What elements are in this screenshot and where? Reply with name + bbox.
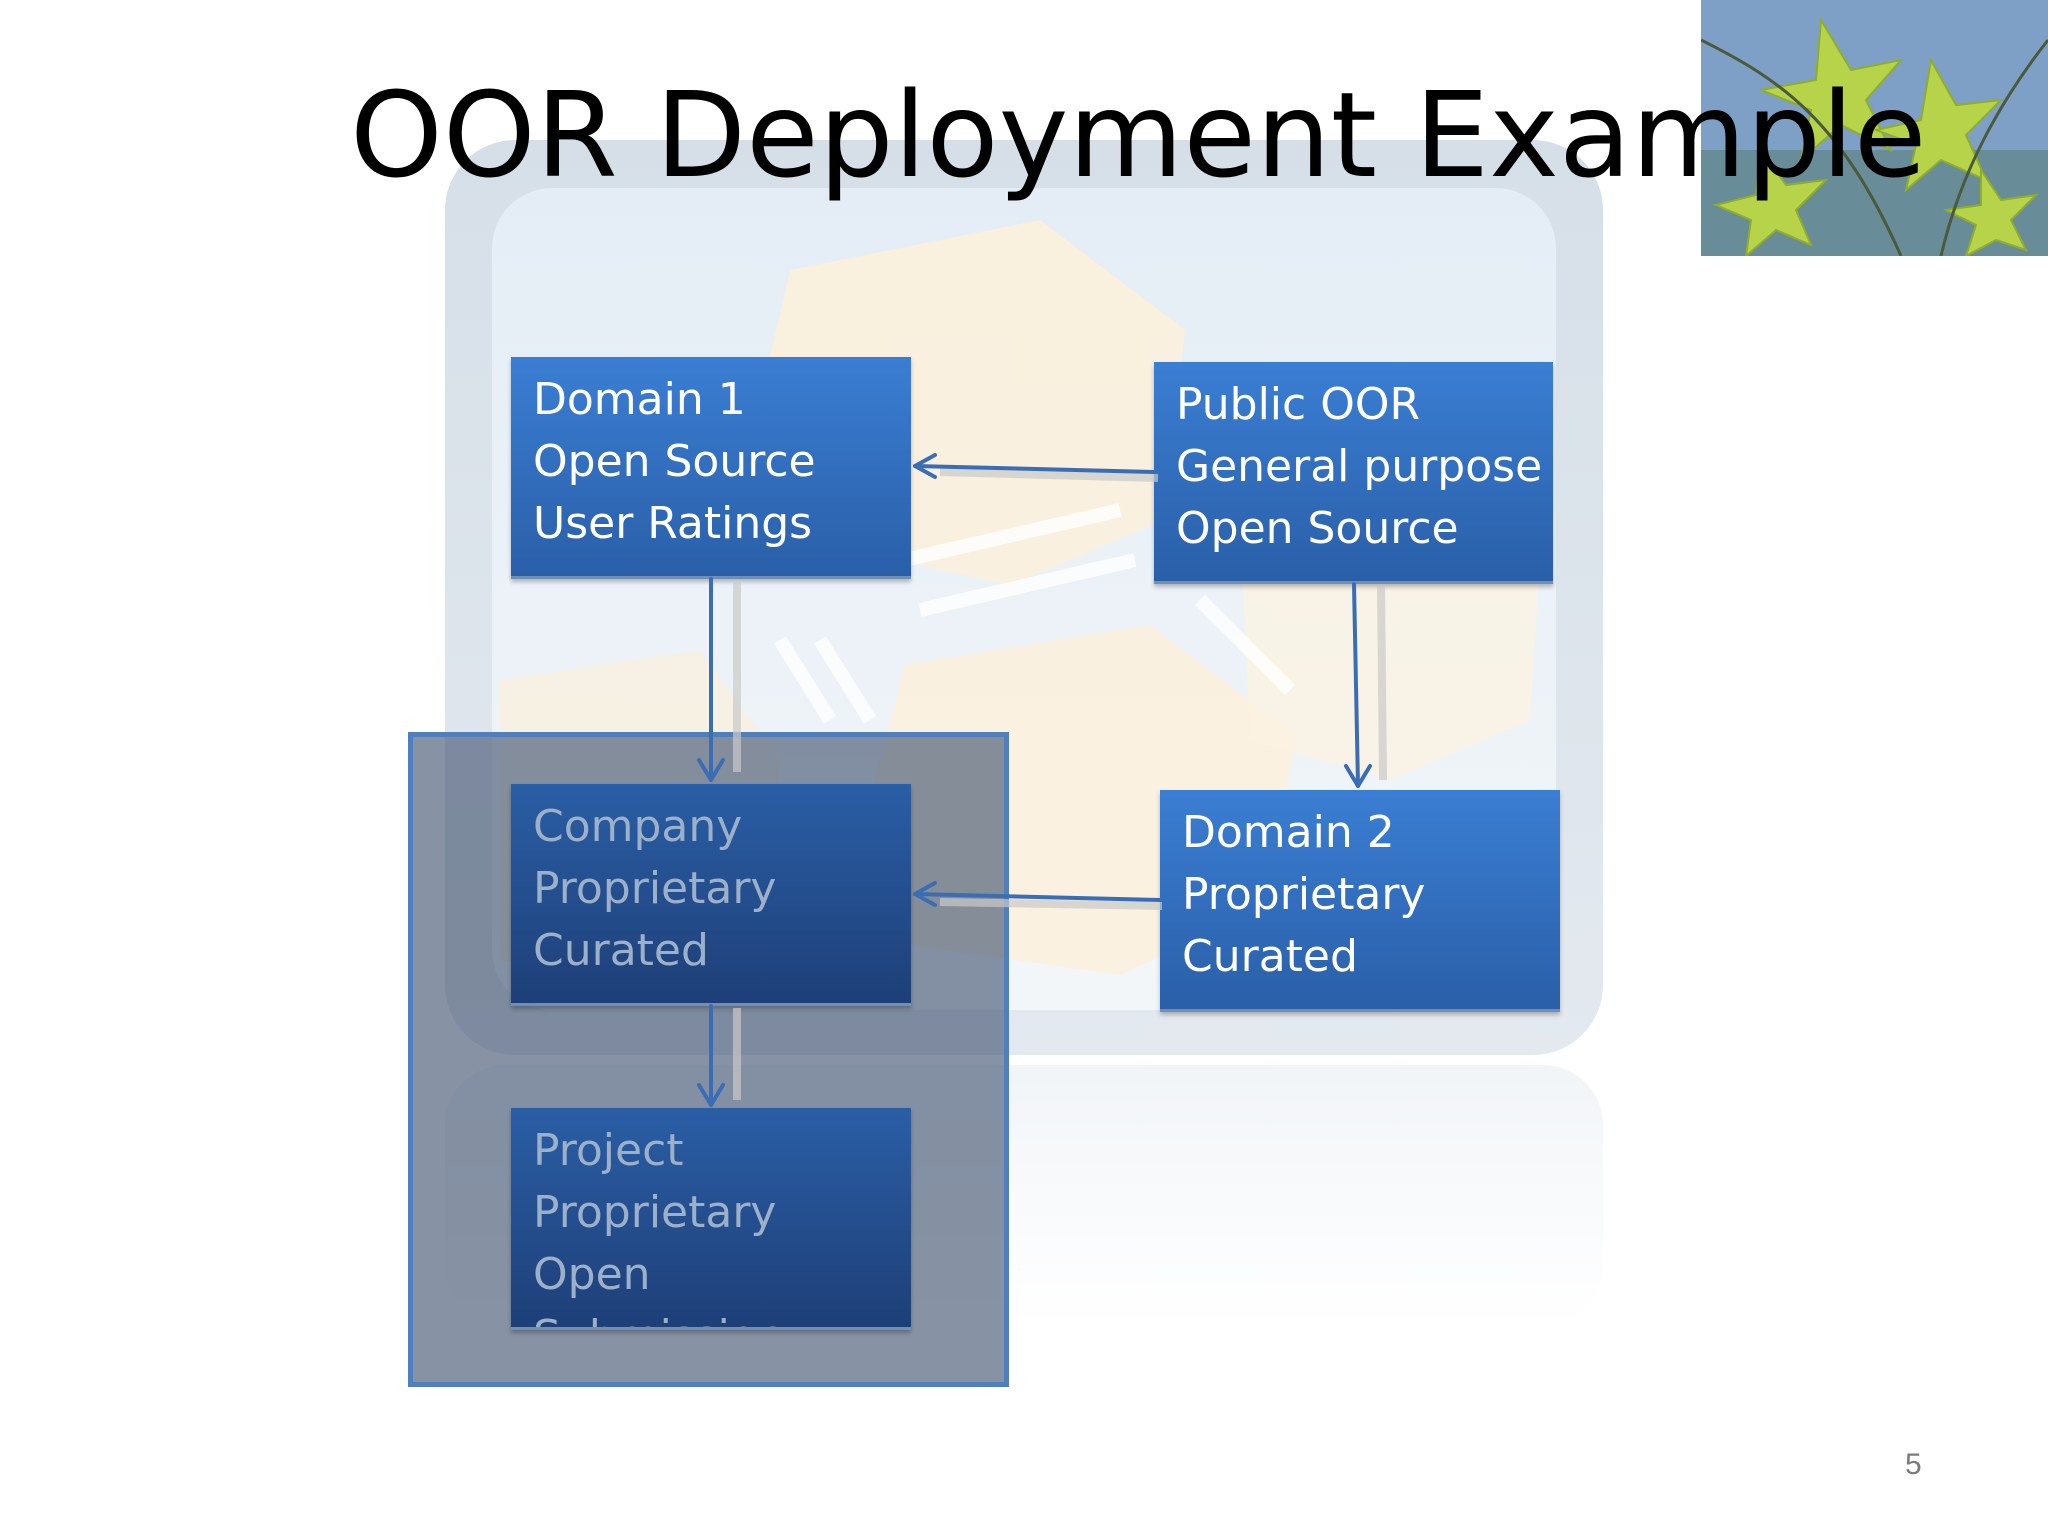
domain1-box: Domain 1 Open Source User Ratings xyxy=(511,357,911,579)
company-license: Proprietary xyxy=(533,863,777,914)
domain2-feature: Curated xyxy=(1182,931,1358,982)
page-number: 5 xyxy=(1905,1448,1922,1481)
leaves-photo xyxy=(1701,0,2048,256)
public-oor-license: Open Source xyxy=(1176,503,1459,554)
project-feature: Open xyxy=(533,1249,651,1300)
company-feature: Curated xyxy=(533,925,709,976)
public-oor-name: Public OOR xyxy=(1176,379,1421,430)
company-name: Company xyxy=(533,801,743,852)
project-feature-cont: Submission xyxy=(533,1306,889,1327)
public-oor-box: Public OOR General purpose Open Source xyxy=(1154,362,1553,584)
domain2-box: Domain 2 Proprietary Curated xyxy=(1160,790,1560,1012)
project-name: Project xyxy=(533,1125,684,1176)
public-oor-purpose: General purpose xyxy=(1176,441,1543,492)
domain2-name: Domain 2 xyxy=(1182,807,1395,858)
slide-title: OOR Deployment Example xyxy=(350,66,1927,204)
domain1-feature: User Ratings xyxy=(533,498,813,549)
domain1-license: Open Source xyxy=(533,436,816,487)
domain2-license: Proprietary xyxy=(1182,869,1426,920)
project-box: Project Proprietary Open Submission xyxy=(511,1108,911,1330)
domain1-name: Domain 1 xyxy=(533,374,746,425)
project-license: Proprietary xyxy=(533,1187,777,1238)
company-box: Company Proprietary Curated xyxy=(511,784,911,1006)
